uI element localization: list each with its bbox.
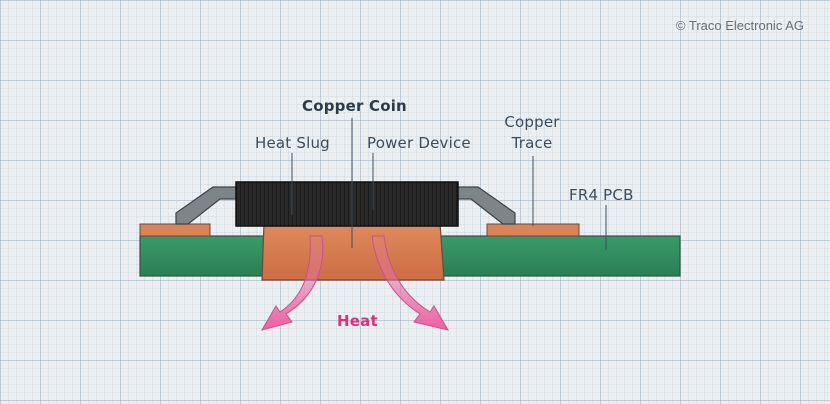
copyright-notice: © Traco Electronic AG — [675, 18, 804, 33]
lead-left — [175, 186, 241, 225]
label-heat: Heat — [337, 312, 378, 330]
pcb-left-segment — [139, 235, 269, 277]
pcb-right-segment — [439, 235, 681, 277]
heat-arrow-right — [371, 235, 450, 331]
label-power-device: Power Device — [367, 134, 471, 152]
lead-right — [455, 186, 516, 225]
label-copper-coin: Copper Coin — [302, 97, 407, 115]
label-heat-slug: Heat Slug — [255, 134, 330, 152]
copper-coin — [261, 222, 445, 281]
label-copper-trace-line2: Trace — [511, 134, 553, 152]
power-device-package — [235, 181, 459, 227]
label-fr4-pcb: FR4 PCB — [569, 186, 634, 204]
label-copper-trace-line1: Copper — [504, 113, 560, 131]
copper-trace-left — [139, 223, 211, 237]
heat-arrow-left — [260, 235, 324, 331]
